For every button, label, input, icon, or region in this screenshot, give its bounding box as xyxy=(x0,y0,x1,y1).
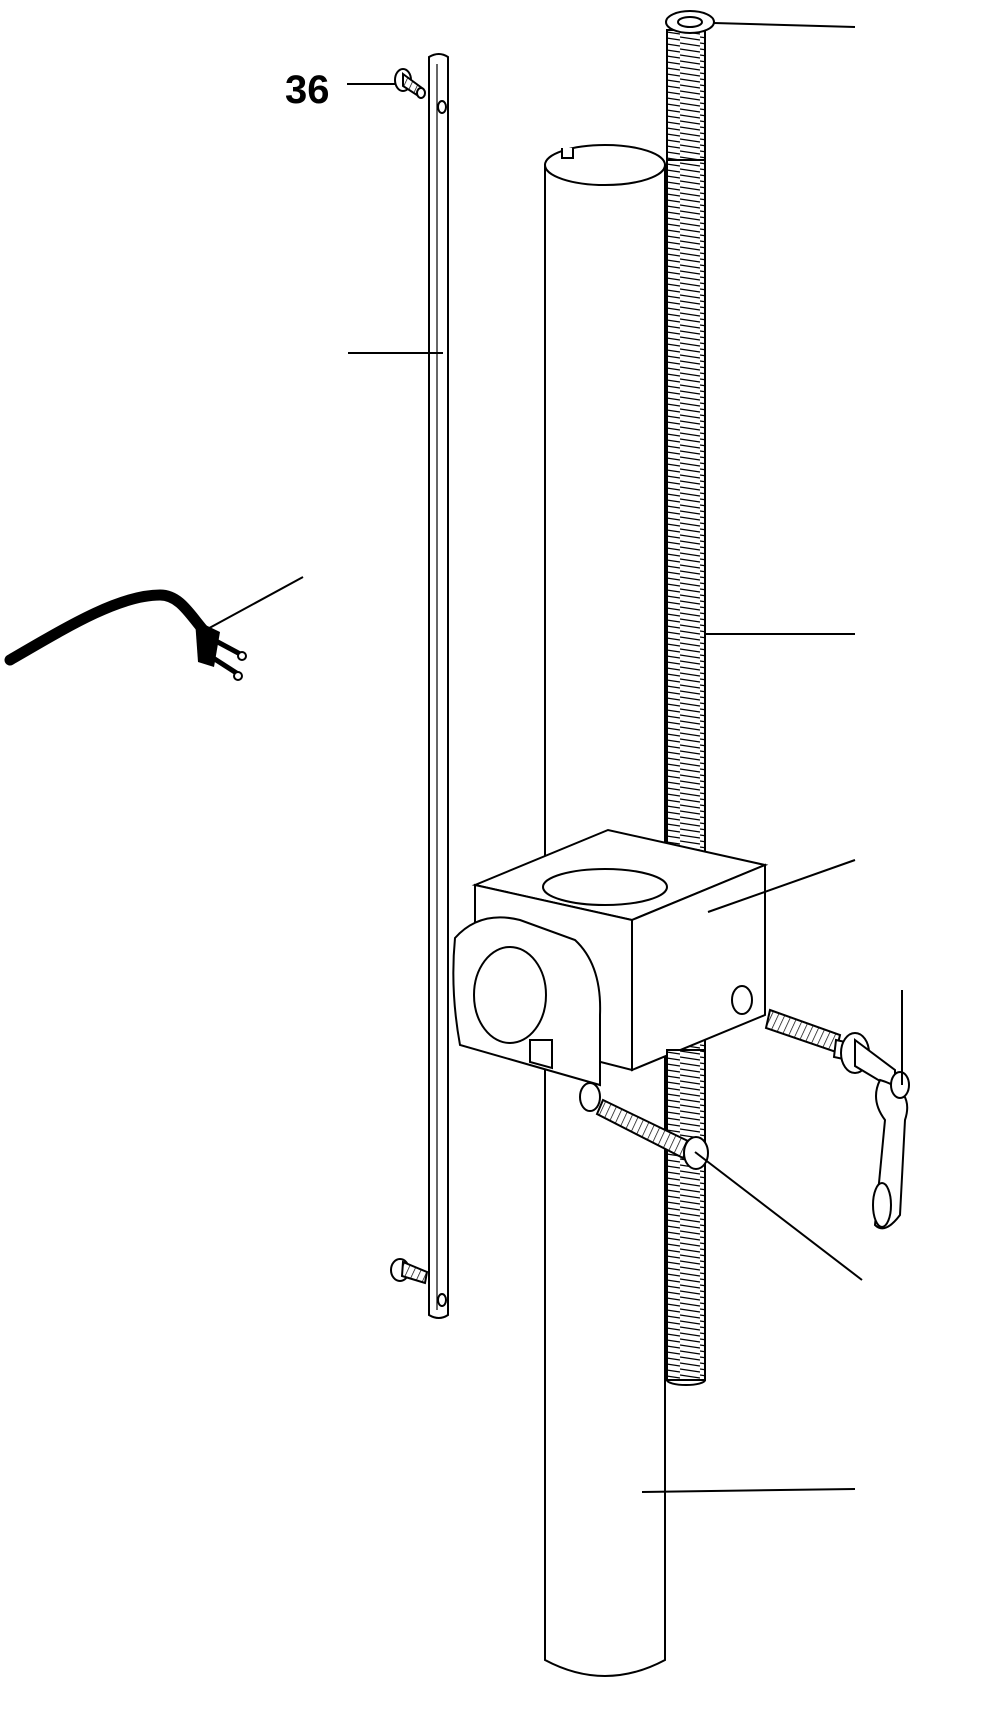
callout-36: 36 xyxy=(285,68,398,112)
clamp-bolt-icon xyxy=(595,1098,709,1170)
leader-line-carriage xyxy=(707,859,856,913)
top-screw-icon xyxy=(394,68,426,99)
lower-column-tube xyxy=(544,999,666,1677)
threaded-rod-front xyxy=(666,159,706,881)
power-cord-plug-icon xyxy=(4,589,247,681)
upper-column-tube xyxy=(544,144,666,881)
top-washer-icon xyxy=(665,10,715,34)
clamp-lever-icon xyxy=(764,1008,910,1230)
carriage-block xyxy=(452,828,769,1112)
bottom-screw-icon xyxy=(390,1258,429,1285)
leader-line-lower-column xyxy=(641,1488,856,1493)
callout-number-36: 36 xyxy=(285,68,330,112)
leader-line-cord xyxy=(201,576,304,633)
flat-strip xyxy=(428,53,449,1319)
leader-line-bolt xyxy=(694,1151,863,1281)
leader-line-washer xyxy=(713,22,856,28)
threaded-rod-lower xyxy=(666,1049,706,1381)
